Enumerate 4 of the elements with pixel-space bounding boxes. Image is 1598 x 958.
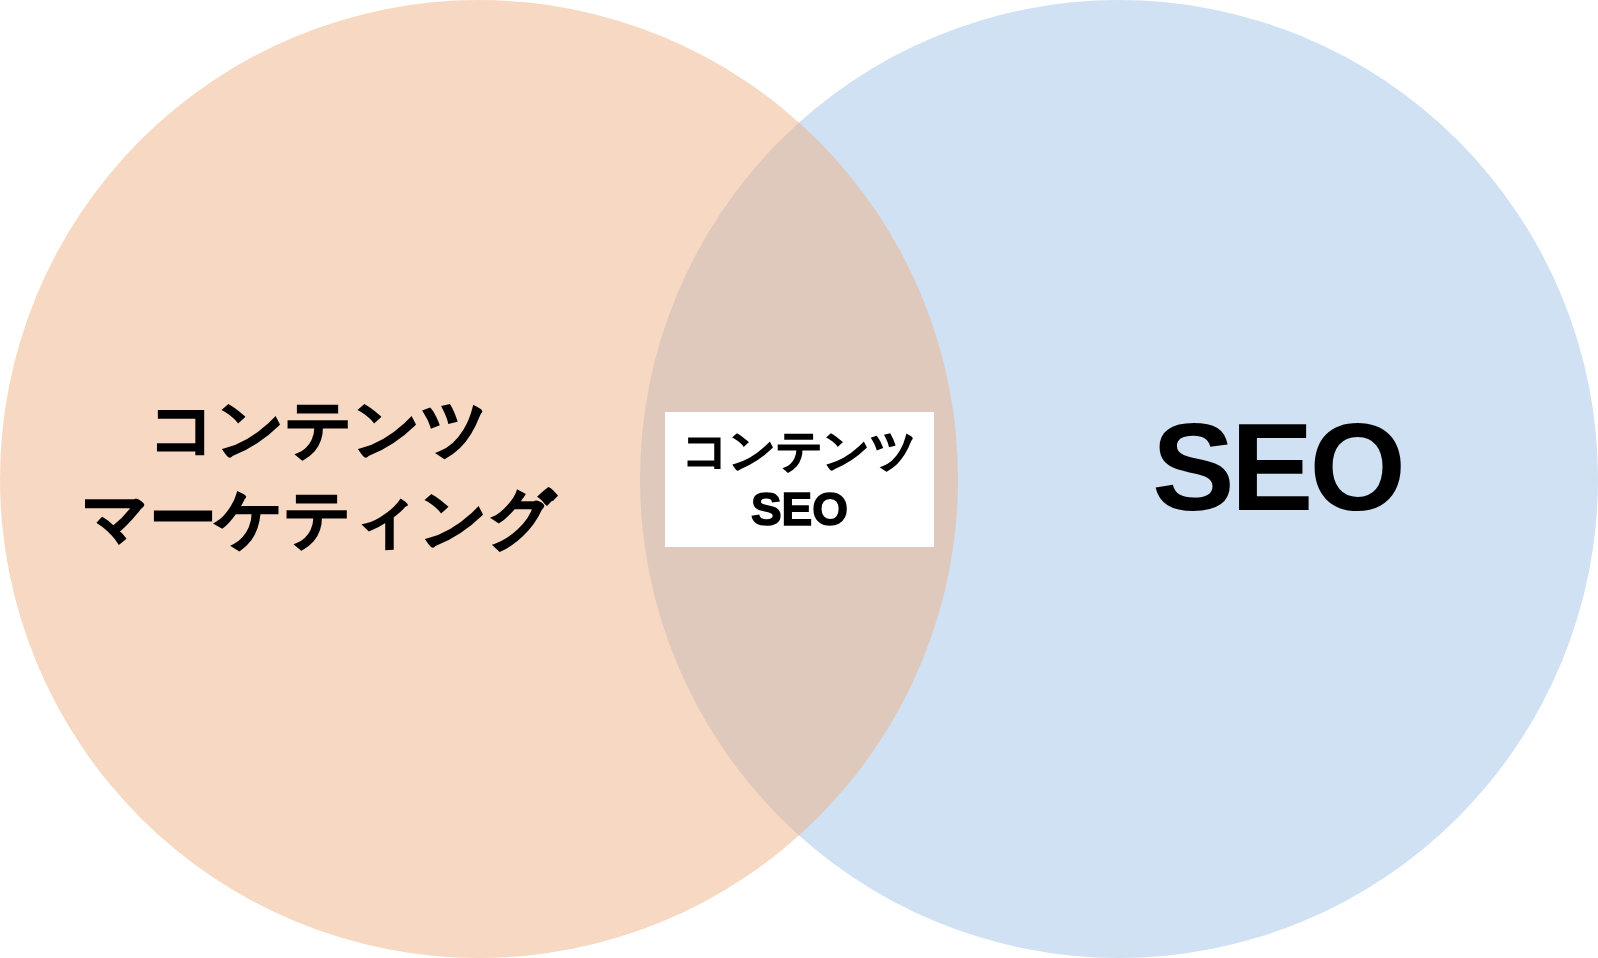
circle-label: SEO (1152, 405, 1402, 529)
overlap-label: コンテンツSEO (681, 422, 918, 537)
label-box (665, 412, 934, 547)
circle-label: コンテンツマーケティング (81, 390, 558, 557)
